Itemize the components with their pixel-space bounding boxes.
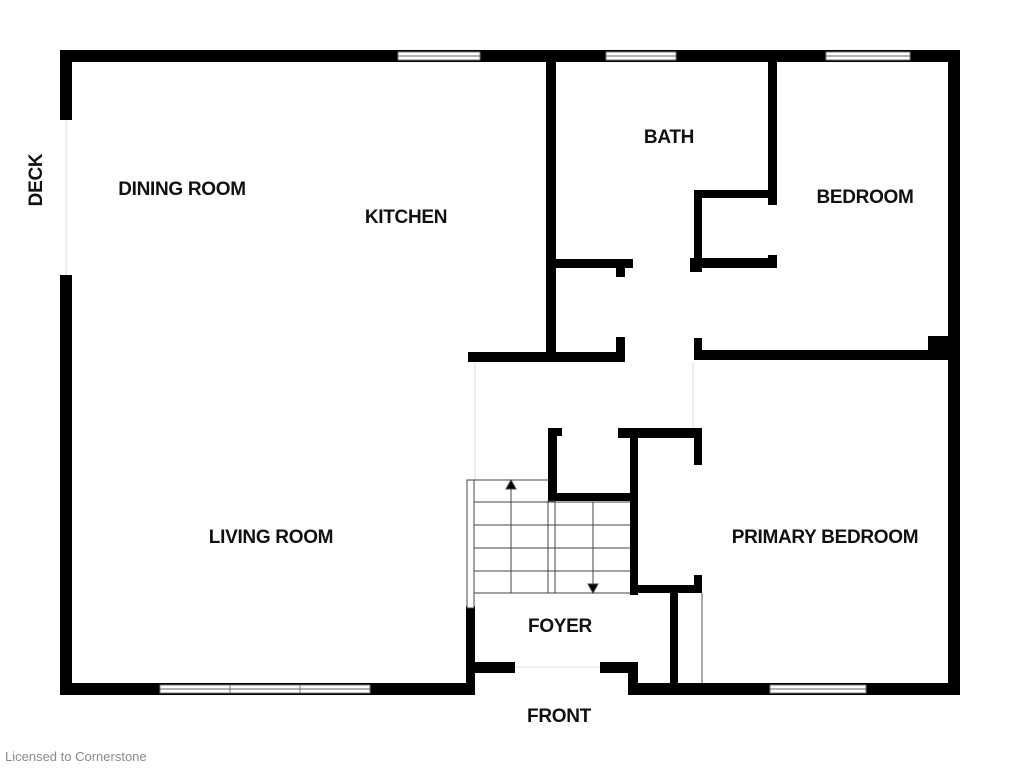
wall-foyer-left	[466, 606, 475, 695]
wall-closet-bottom	[630, 585, 702, 593]
wall-linen-bottom	[690, 258, 777, 268]
deck-label: DECK	[26, 153, 47, 207]
wall-post	[768, 255, 777, 268]
living-room-label: LIVING ROOM	[208, 527, 334, 548]
wall-post	[616, 337, 625, 362]
wall-column	[928, 336, 948, 360]
wall-top	[60, 50, 960, 62]
wall-stair-closet-bottom	[548, 493, 630, 501]
wall-linen-top	[694, 190, 777, 198]
bedroom-label: BEDROOM	[816, 187, 914, 208]
wall-right	[948, 50, 960, 695]
stair-rail	[547, 500, 556, 594]
wall-kitchen-bath	[546, 62, 556, 362]
wall-foyer-front-left	[466, 662, 515, 673]
wall-bedroom-bottom	[694, 350, 948, 360]
walls	[60, 50, 960, 695]
windows	[159, 51, 911, 694]
wall-bath-bottom	[548, 259, 633, 268]
stairs	[466, 478, 630, 609]
wall-closet	[630, 430, 638, 595]
wall-foyer-front-right	[600, 662, 638, 673]
wall-primary-top	[618, 428, 702, 438]
dining-room-label: DINING ROOM	[118, 179, 246, 200]
kitchen-label: KITCHEN	[364, 207, 448, 228]
wall-post	[694, 338, 702, 360]
wall-post	[548, 428, 562, 436]
front-label: FRONT	[527, 706, 591, 727]
bath-label: BATH	[643, 127, 695, 148]
wall-hall-top	[468, 352, 625, 362]
arrow-up-icon	[505, 478, 517, 490]
wall-post	[694, 428, 702, 465]
wall-post	[694, 575, 702, 593]
wall-closet-divider	[670, 590, 678, 683]
stair-rail	[466, 479, 475, 609]
wall-bath-bedroom	[768, 62, 777, 205]
openings	[65, 120, 703, 683]
wall-left-upper	[60, 50, 72, 120]
wall-stair-closet	[548, 428, 557, 500]
wall-linen-left	[694, 190, 702, 268]
wall-left-lower	[60, 275, 72, 695]
window-lines	[160, 55, 910, 690]
wall-post	[616, 259, 625, 277]
foyer-label: FOYER	[528, 616, 592, 637]
wall-post	[628, 662, 638, 695]
license-watermark: Licensed to Cornerstone	[5, 749, 147, 764]
primary-bedroom-label: PRIMARY BEDROOM	[731, 527, 919, 548]
arrow-down-icon	[587, 583, 599, 595]
